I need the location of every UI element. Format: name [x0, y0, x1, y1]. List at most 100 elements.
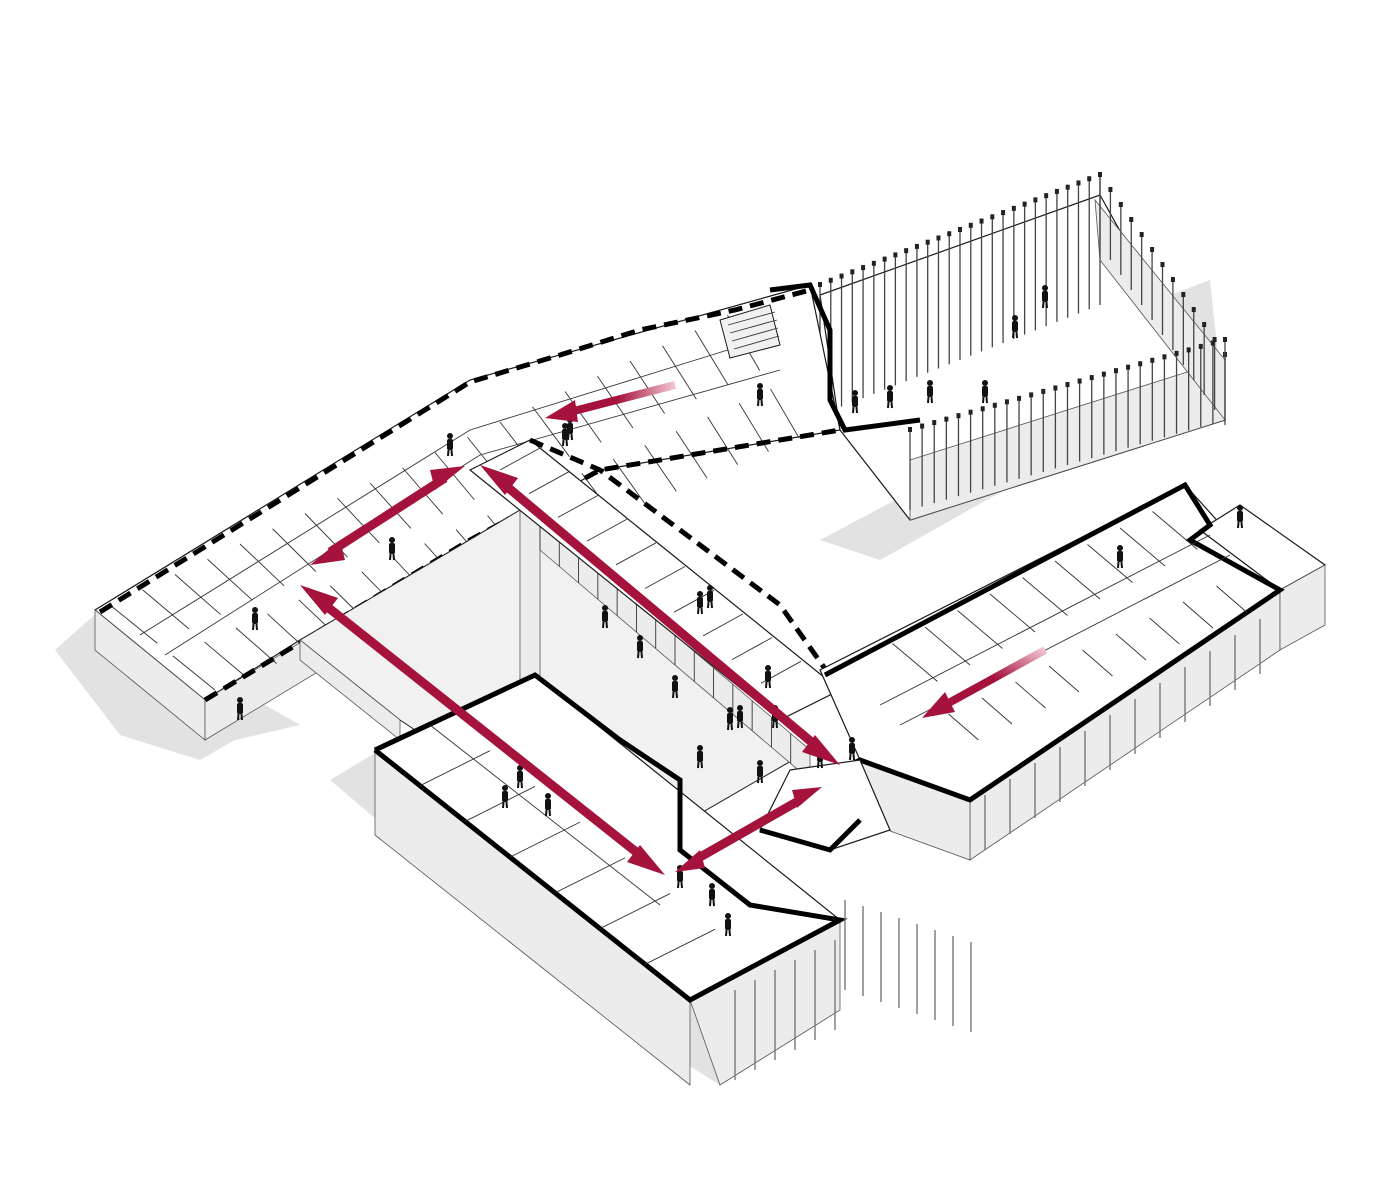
- person-figure: [697, 591, 703, 615]
- room-partition: [707, 416, 739, 465]
- room-partition: [142, 589, 190, 630]
- room-partition: [554, 857, 626, 894]
- room-partition: [612, 459, 646, 505]
- column-cap: [1138, 361, 1143, 367]
- room-partition: [1115, 633, 1147, 661]
- room-partition: [694, 330, 729, 386]
- column-cap: [1160, 262, 1165, 267]
- person-figure: [725, 913, 731, 937]
- person-figure: [849, 737, 855, 761]
- column-cap: [1118, 202, 1123, 207]
- room-partition: [204, 641, 247, 678]
- arrow-north-west: [310, 466, 465, 565]
- column-cap: [882, 256, 887, 262]
- room-partition: [644, 566, 686, 589]
- column-cap: [1022, 201, 1027, 207]
- south-west-block: [373, 672, 848, 1086]
- person-figure: [757, 383, 763, 407]
- room-partition: [174, 574, 221, 615]
- room-partition: [586, 518, 628, 542]
- room-partition: [989, 593, 1036, 633]
- column-cap: [1150, 357, 1155, 363]
- room-partition: [337, 497, 380, 544]
- column-cap: [1212, 337, 1217, 342]
- person-figure: [602, 605, 608, 629]
- room-partition: [1022, 577, 1068, 616]
- column-cap: [828, 277, 833, 283]
- room-partition: [419, 750, 491, 787]
- room-partition: [1216, 585, 1247, 613]
- room-partition: [957, 610, 1003, 649]
- person-figure: [1042, 285, 1048, 309]
- column-cap: [980, 406, 985, 412]
- column-cap: [1041, 388, 1046, 394]
- column-cap: [1001, 210, 1006, 216]
- arrow-west-diagonal: [300, 585, 665, 875]
- column-cap: [1162, 354, 1167, 360]
- room-partition: [1082, 649, 1113, 677]
- person-figure: [707, 585, 713, 609]
- person-figure: [765, 665, 771, 689]
- column-cap: [920, 423, 925, 429]
- room-partition: [731, 637, 773, 660]
- column-cap: [1129, 217, 1134, 222]
- column-cap: [968, 222, 973, 228]
- column-cap: [932, 420, 937, 426]
- arrow-east-fade: [922, 646, 1047, 718]
- room-partition: [1182, 601, 1214, 629]
- column-cap: [1113, 368, 1118, 374]
- column-cap: [1076, 180, 1081, 186]
- column-cap: [1077, 378, 1082, 384]
- person-figure: [237, 697, 243, 721]
- column-cap: [1011, 205, 1016, 211]
- column-cap: [1170, 277, 1175, 282]
- person-figure: [1237, 505, 1243, 529]
- column-cap: [1150, 247, 1155, 252]
- column-cap: [992, 402, 997, 408]
- column-cap: [1139, 232, 1144, 237]
- column-cap: [936, 235, 941, 241]
- column-cap: [944, 416, 949, 422]
- room-partition: [892, 643, 938, 682]
- column-cap: [861, 265, 866, 271]
- person-figure: [757, 760, 763, 784]
- room-partition: [235, 627, 277, 664]
- column-cap: [850, 269, 855, 275]
- room-partition: [528, 471, 570, 495]
- column-cap: [1004, 399, 1009, 405]
- person-figure: [927, 380, 933, 404]
- column-cap: [908, 427, 912, 432]
- column-cap: [1202, 322, 1207, 327]
- room-partition: [702, 613, 744, 637]
- column-cap: [1210, 340, 1215, 346]
- corridor-wall: [139, 339, 761, 636]
- room-partition: [1015, 681, 1046, 709]
- column-cap: [871, 260, 876, 266]
- corridor-wall: [429, 724, 661, 906]
- arrow-link: [675, 787, 822, 872]
- room-partition: [499, 447, 541, 471]
- person-figure: [502, 785, 508, 809]
- person-figure: [672, 675, 678, 699]
- person-figure: [447, 433, 453, 457]
- column-cap: [1089, 375, 1094, 381]
- column-cap: [1191, 307, 1196, 312]
- room-partition: [557, 495, 599, 518]
- room-partition: [644, 928, 716, 965]
- room-partition: [464, 786, 536, 822]
- room-partition: [1149, 617, 1180, 645]
- person-figure: [1117, 545, 1123, 569]
- column-cap: [1223, 337, 1227, 342]
- person-figure: [562, 423, 568, 447]
- room-partition: [629, 360, 666, 414]
- person-figure: [1012, 315, 1018, 339]
- facade-columns-front: [908, 337, 1227, 510]
- column-cap: [947, 231, 952, 237]
- person-figure: [389, 537, 395, 561]
- column-cap: [958, 227, 962, 232]
- column-cap: [1017, 395, 1022, 401]
- column-cap: [925, 239, 930, 245]
- column-cap: [1101, 371, 1106, 377]
- column-cap: [818, 282, 822, 287]
